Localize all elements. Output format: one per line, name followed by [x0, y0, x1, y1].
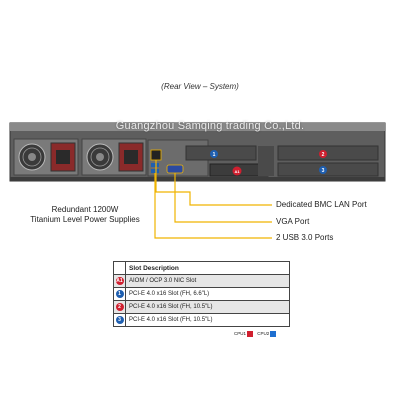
- callout-vga: VGA Port: [276, 217, 310, 226]
- power-supply-label-line2: Titanium Level Power Supplies: [30, 215, 140, 224]
- slot-2-badge-icon: 2: [115, 303, 124, 311]
- slot-row-label: PCI-E 4.0 x16 Slot (FH, 6.6"L): [125, 287, 290, 301]
- table-row: 3 PCI-E 4.0 x16 Slot (FH, 10.5"L): [113, 313, 290, 327]
- svg-text:2: 2: [322, 152, 325, 158]
- usb-port-1: [151, 163, 159, 167]
- chassis-top-edge: [10, 123, 385, 131]
- svg-text:3: 3: [322, 168, 325, 174]
- cpu-legend: CPU1 CPU2: [234, 331, 279, 337]
- legend-cpu1-label: CPU1: [234, 331, 247, 337]
- slot-1-badge-icon: 1: [115, 290, 124, 298]
- svg-text:A1: A1: [234, 169, 240, 174]
- slot-a1-badge-icon: A1: [232, 166, 242, 176]
- slot-3-badge-icon: 3: [319, 166, 327, 174]
- slot-row-label: PCI-E 4.0 x16 Slot (FH, 10.5"L): [125, 300, 290, 314]
- view-title: (Rear View – System): [161, 82, 239, 91]
- slot-description-table: Slot Description A1 AIOM / OCP 3.0 NIC S…: [113, 261, 290, 327]
- pcie-slot-3-bracket: [277, 162, 379, 177]
- svg-text:1: 1: [213, 152, 216, 158]
- watermark: Guangzhou Samqing trading Co.,Ltd.: [115, 120, 305, 132]
- slot-table-header: Slot Description: [125, 261, 290, 275]
- chassis-bottom-edge: [10, 177, 385, 181]
- table-row: 2 PCI-E 4.0 x16 Slot (FH, 10.5"L): [113, 300, 290, 314]
- callout-line-usb: [154, 173, 272, 239]
- slot-1-badge-icon: 1: [210, 150, 218, 158]
- table-row: A1 AIOM / OCP 3.0 NIC Slot: [113, 274, 290, 288]
- slot-row-label: PCI-E 4.0 x16 Slot (FH, 10.5"L): [125, 313, 290, 327]
- power-supply-label-line1: Redundant 1200W: [51, 205, 119, 214]
- power-supply-1: [13, 138, 79, 176]
- callout-line-vga: [174, 173, 272, 223]
- slot-2-badge-icon: 2: [319, 150, 327, 158]
- bmc-lan-port: [150, 149, 162, 161]
- callout-bmc-lan: Dedicated BMC LAN Port: [276, 200, 367, 209]
- pcie-slot-1-bracket: [185, 145, 257, 161]
- slot-a1-badge-icon: A1: [115, 277, 124, 285]
- vent-grille: [258, 146, 274, 176]
- table-row: 1 PCI-E 4.0 x16 Slot (FH, 6.6"L): [113, 287, 290, 301]
- power-supply-label: Redundant 1200W Titanium Level Power Sup…: [20, 205, 150, 225]
- legend-cpu1-swatch: [247, 331, 254, 337]
- slot-row-label: AIOM / OCP 3.0 NIC Slot: [125, 274, 290, 288]
- callout-line-bmc-lan: [155, 160, 272, 206]
- legend-cpu2-label: CPU2: [257, 331, 270, 337]
- callout-usb: 2 USB 3.0 Ports: [276, 233, 334, 242]
- legend-cpu2-swatch: [270, 331, 277, 337]
- vga-port: [166, 164, 184, 174]
- pcie-slot-2-bracket: [277, 145, 379, 161]
- power-supply-2: [81, 138, 147, 176]
- slot-3-badge-icon: 3: [115, 316, 124, 324]
- usb-port-2: [151, 169, 159, 173]
